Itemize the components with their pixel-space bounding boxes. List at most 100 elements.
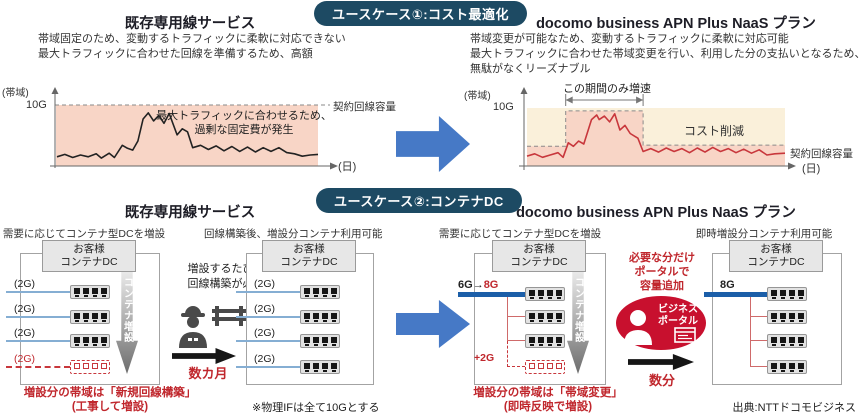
usecase2-naas-title: docomo business APN Plus NaaS プラン [516,205,796,221]
usecase1-legacy-title: 既存専用線サービス [124,16,256,32]
usecase1-legacy-desc: 帯域固定のため、変動するトラフィックに柔軟に対応できない 最大トラフィックに合わ… [38,32,346,62]
source-credit: 出典:NTTドコモビジネス [732,402,856,414]
physical-if-footnote: ※物理IFは全て10Gとする [252,402,380,414]
annotation-line: 最大トラフィックに合わせるため、 [156,110,332,122]
server-icon [525,287,565,301]
naas-caption-before: 需要に応じてコンテナ型DCを増設 [438,228,602,240]
legacy-bottom-note: 増設分の帯域は「新規回線構築」 (工事して増設) [5,387,215,414]
dc-header-line: コンテナDC [60,256,118,269]
circuit-line [6,316,70,318]
legacy-transition-text: 増設するたびに 回線構築が必要 [162,262,290,292]
desc-line: 最大トラフィックに合わせた帯域変更を行い、利用した分の支払いとなるため、 [470,48,860,60]
bandwidth-label: (2G) [14,278,35,290]
arrow-glyph: → [472,279,484,291]
usecase1-naas-title: docomo business APN Plus NaaS プラン [536,16,816,32]
capacity-label: 契約回線容量 [790,148,853,160]
boost-period-label: この期間のみ増速 [563,83,651,95]
note-line: (即時反映で増設) [503,400,593,413]
bandwidth-change-label: 6G→8G [458,279,498,291]
annotation-line: 過剰な固定費が発生 [194,123,294,136]
server-icon [70,310,110,324]
bandwidth-label-planned: (2G) [14,353,35,365]
container-expansion-label: コンテナ増設 [121,277,133,343]
circuit-line [6,340,70,342]
planned-circuit-line [6,366,70,368]
container-expansion-label: コンテナ増設 [572,277,584,343]
y-axis-label: (帯域) [2,88,29,99]
y-tick-10g: 10G [493,101,514,113]
bandwidth-added-label: +2G [474,352,495,364]
x-axis-label: (日) [338,161,357,173]
cost-reduction-label: コスト削減 [684,124,745,138]
server-icon [525,310,565,324]
planned-branch-line [507,341,508,367]
server-icon [767,360,807,374]
desc-line: 帯域固定のため、変動するトラフィックに柔軟に対応できない [38,33,346,45]
y-tick-10g: 10G [26,99,47,111]
server-icon [525,334,565,348]
naas-bottom-note: 増設分の帯域は「帯域変更」 (即時反映で増設) [443,387,653,414]
bandwidth-before: 6G [458,279,473,291]
duration-months: 数カ月 [188,366,228,381]
transition-line: 増設するたびに [187,263,265,275]
branch-line [750,316,767,317]
portal-label-line: ポータル [658,315,698,327]
server-icon [300,285,340,299]
server-icon [300,334,340,348]
duration-minutes: 数分 [648,373,675,388]
bandwidth-label: (2G) [14,303,35,315]
dc-header: お客様 コンテナDC [729,240,823,273]
main-circuit-line [704,292,767,297]
portal-note-line: 容量追加 [640,280,684,292]
server-icon [767,334,807,348]
dc-header-line: お客様 [293,243,325,255]
legacy-dc-before-diagram: お客様 コンテナDC (2G) (2G) (2G) (2G) コンテナ増設 [6,240,160,388]
planned-branch-line [507,366,525,367]
circuit-line [236,366,300,368]
bandwidth-label: (2G) [254,353,275,365]
note-line: 増設分の帯域は「帯域変更」 [473,387,623,399]
person-icon [624,310,652,345]
usecase2-legacy-title: 既存専用線サービス [124,205,256,221]
server-icon [300,360,340,374]
x-axis-label: (日) [802,163,821,175]
portal-note-line: ポータルで [634,266,690,278]
circuit-line [236,291,300,293]
portal-label: ビジネス ポータル [658,304,698,327]
naas-bandwidth-chart [519,87,796,170]
bandwidth-label: (2G) [14,327,35,339]
portal-label-line: ビジネス [658,304,698,315]
branch-line [507,340,525,341]
dc-header-line: コンテナDC [747,256,805,269]
container-expansion-arrow: コンテナ増設 [116,270,138,374]
branch-line [750,366,767,367]
server-icon [767,287,807,301]
bandwidth-after: 8G [483,279,499,291]
dc-header-line: コンテナDC [280,256,338,269]
legacy-dc-after-diagram: お客様 コンテナDC (2G) (2G) (2G) (2G) [236,240,374,388]
capacity-label: 契約回線容量 [333,101,396,113]
planned-server-icon [70,360,110,374]
main-circuit-line [458,292,525,297]
transition-line: 回線構築が必要 [187,278,265,290]
bandwidth-final: 8G [720,279,735,291]
legacy-bandwidth-chart [50,87,338,170]
server-icon [767,310,807,324]
dc-header: お客様 コンテナDC [42,240,136,273]
branch-line [750,340,767,341]
legacy-caption-before: 需要に応じてコンテナ型DCを増設 [2,228,166,240]
circuit-line [6,291,70,293]
desc-line: 帯域変更が可能なため、変動するトラフィックに柔軟に対応可能 [470,33,789,45]
desc-line: 無駄がなくリーズナブル [470,63,591,75]
construction-worker-icon [179,306,207,348]
server-icon [70,285,110,299]
business-portal-oval: ビジネス ポータル [616,296,706,350]
branch-line [507,316,525,317]
usecase2-badge: ユースケース②:コンテナDC [316,188,522,213]
desc-line: 最大トラフィックに合わせた回線を準備するため、高額 [38,48,313,60]
legacy-caption-after: 回線構築後、増設分コンテナ利用可能 [204,228,383,240]
naas-caption-after: 即時増設分コンテナ利用可能 [695,228,833,240]
naas-dc-after-diagram: お客様 コンテナDC 8G [704,240,842,388]
dc-header-line: コンテナDC [510,256,568,269]
